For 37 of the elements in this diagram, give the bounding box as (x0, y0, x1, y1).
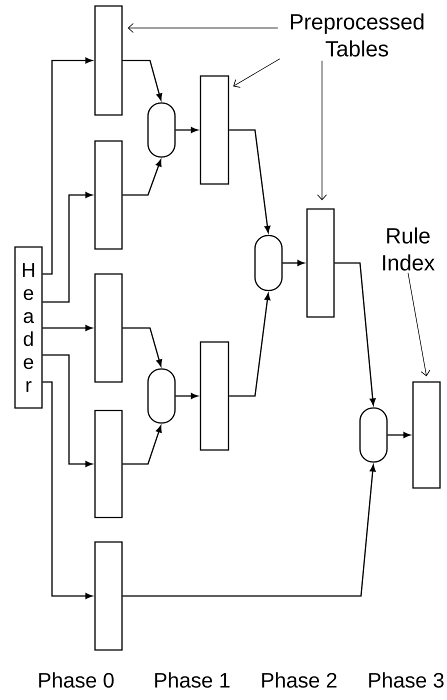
table-box (200, 341, 230, 451)
phase-label: Phase 2 (262, 672, 336, 688)
callout-text: Preprocessed Tables (290, 13, 424, 57)
phase-label: Phase 3 (369, 672, 444, 688)
arrow (122, 425, 162, 465)
leader-line (128, 23, 278, 33)
arrow (334, 262, 376, 406)
table-box (306, 208, 335, 318)
arrow (42, 325, 92, 331)
arrow (122, 60, 162, 100)
arrow (388, 432, 410, 438)
table-box (94, 5, 123, 116)
arrow (122, 159, 162, 196)
leader-line (317, 60, 327, 200)
arrow (229, 129, 270, 233)
header-box: Header (14, 246, 43, 409)
arrow (176, 393, 198, 399)
table-box (412, 381, 441, 489)
table-box (94, 541, 123, 651)
arrow (122, 464, 376, 597)
table-box (200, 75, 230, 185)
arrow (229, 293, 270, 397)
arrow (282, 260, 304, 266)
table-box (94, 273, 123, 383)
phase-label: Phase 1 (155, 672, 230, 688)
table-box (94, 410, 123, 518)
arrow (42, 192, 92, 303)
leader-line (233, 58, 280, 88)
table-box (94, 140, 123, 250)
arrow (42, 381, 92, 599)
arrow (122, 327, 162, 366)
phase-label: Phase 0 (39, 672, 114, 688)
arrow (42, 58, 92, 275)
callout-text: Rule Index (383, 227, 435, 271)
arrow (42, 354, 92, 467)
leader-line (408, 272, 430, 376)
arrow (176, 127, 198, 133)
